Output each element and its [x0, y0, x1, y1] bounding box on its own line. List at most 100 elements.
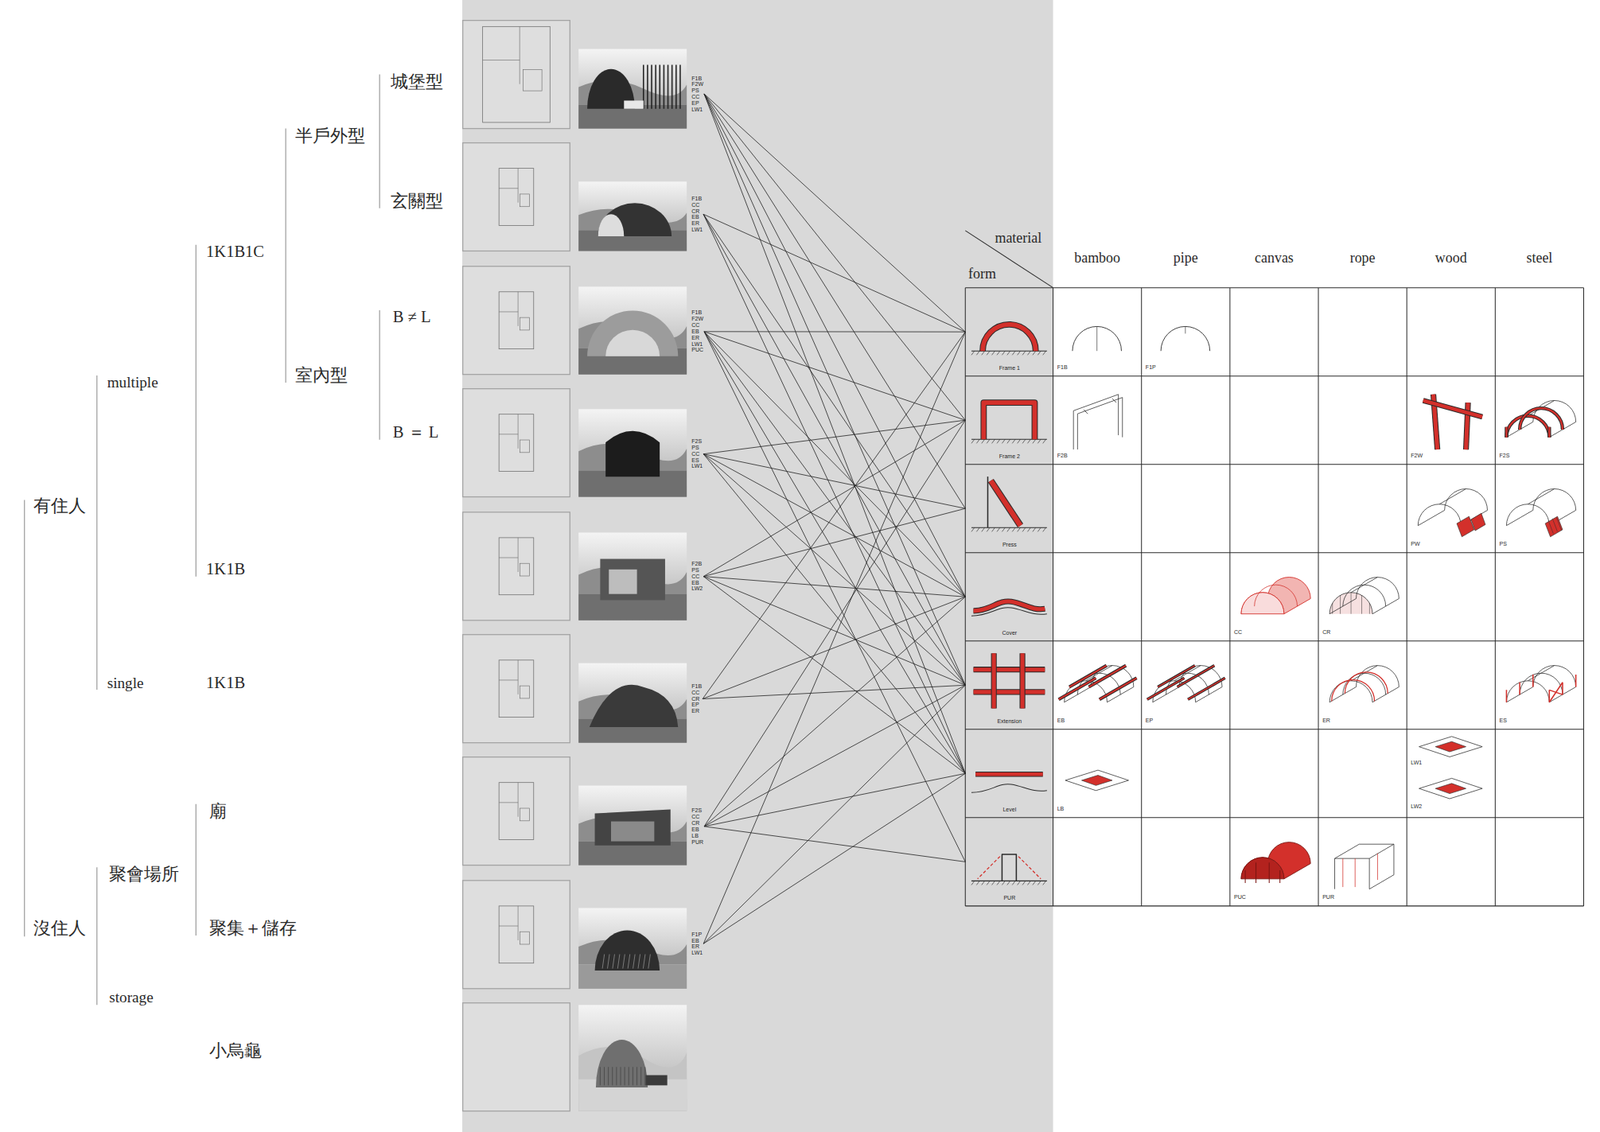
form-cell: Frame 1	[965, 288, 1054, 377]
photo-hut	[595, 1039, 648, 1088]
code-list: F1B CC CR EP ER	[690, 683, 703, 715]
tree-bracket	[285, 128, 287, 383]
code-label: F1B	[1057, 364, 1068, 370]
photo-hut	[605, 431, 660, 477]
plan-wall	[498, 537, 518, 573]
red-guide	[977, 856, 1042, 880]
member-outline	[1519, 408, 1563, 430]
tree-bracket	[195, 245, 197, 577]
ground-hatch	[971, 527, 1047, 532]
member-outline	[1506, 416, 1550, 438]
code-label: CC	[1234, 629, 1242, 635]
cover-front	[1241, 857, 1285, 880]
member-outline	[1177, 665, 1215, 688]
plan-furniture	[519, 563, 530, 577]
code-list: F1P EB ER LW1	[690, 931, 704, 957]
code-label: F2W	[1410, 452, 1423, 459]
illustration	[24, 0, 1585, 1132]
red-member	[1187, 677, 1226, 700]
connector	[704, 331, 966, 597]
connector	[704, 331, 966, 863]
tree-label: 1K1B	[206, 675, 246, 693]
material-header: steel	[1526, 250, 1553, 266]
code-label: LW1	[1410, 759, 1422, 766]
form-label: Press	[965, 541, 1054, 548]
connector	[703, 420, 966, 577]
plan-wall	[498, 660, 518, 695]
plan-frame	[463, 143, 571, 252]
form-label: Frame 2	[965, 453, 1054, 460]
tree-label: storage	[109, 989, 154, 1006]
code-label: F2B	[1057, 452, 1068, 459]
red-member	[1099, 677, 1137, 700]
plan-outline	[498, 537, 534, 596]
plan-outline	[482, 26, 551, 123]
material-header: rope	[1350, 250, 1376, 266]
connector	[703, 214, 966, 686]
connector	[703, 454, 966, 686]
member-outline	[973, 669, 1046, 693]
plan-wall	[498, 906, 518, 941]
red-member	[973, 669, 1046, 693]
tree-label: 沒住人	[33, 919, 86, 939]
photo	[578, 907, 687, 989]
tree-label: B ＝ L	[393, 424, 439, 442]
connector	[703, 773, 966, 944]
connector	[704, 685, 966, 827]
plan-frame	[463, 757, 571, 866]
code-label: ES	[1498, 717, 1507, 724]
header-diagonal	[965, 230, 1053, 289]
code-label: F1P	[1145, 364, 1157, 370]
tree-label: 1K1B1C	[206, 243, 265, 261]
connector	[703, 420, 966, 455]
photo-sky	[578, 907, 687, 989]
photo-thatch	[602, 954, 651, 970]
connector	[703, 576, 966, 686]
plan-furniture	[519, 931, 530, 945]
connector	[703, 214, 966, 774]
form-label: Level	[965, 806, 1054, 813]
photo-thatch	[599, 1066, 645, 1086]
red-member	[993, 653, 1023, 709]
red-member	[1177, 665, 1215, 688]
photo-object	[645, 1075, 667, 1087]
connector	[703, 508, 966, 577]
member-outline	[1088, 665, 1126, 688]
form-label: Frame 1	[965, 365, 1054, 371]
photo-hut	[599, 559, 666, 601]
connector	[704, 331, 966, 775]
photo-sky	[578, 786, 687, 866]
connector	[704, 93, 966, 509]
tree-bracket	[379, 74, 381, 209]
tree-label: 小烏龜	[209, 1042, 262, 1061]
tree-label: 玄關型	[390, 191, 444, 211]
tree-label: multiple	[107, 374, 159, 391]
code-label: EB	[1057, 717, 1065, 724]
photo-sky	[578, 663, 687, 744]
tree-label: B ≠ L	[393, 308, 432, 327]
code-text: F2S PS CC ES LW1	[691, 438, 703, 470]
plan-frame	[463, 1003, 571, 1112]
plan-furniture	[519, 685, 530, 699]
material-header: wood	[1435, 250, 1468, 266]
form-cell: Frame 2	[965, 376, 1054, 465]
member-outline	[975, 771, 1044, 778]
red-member	[990, 480, 1020, 526]
box-frame	[1335, 844, 1394, 889]
red-panel	[1545, 516, 1563, 538]
floor-plane	[1065, 770, 1129, 791]
red-member	[1157, 665, 1196, 688]
code-label: PW	[1410, 541, 1420, 547]
code-text: F1B F2W PS CC EP LW1	[691, 75, 704, 113]
photo-sky	[578, 49, 687, 129]
cover-front	[1241, 592, 1285, 615]
form-label: Extension	[965, 718, 1054, 725]
tree-bracket	[96, 375, 98, 690]
arch-wireframe	[1506, 489, 1576, 526]
photo-sky	[578, 408, 687, 497]
red-member	[1506, 416, 1550, 438]
plan-outline	[498, 906, 534, 964]
plan-wall	[498, 414, 518, 449]
tree-bracket	[195, 804, 197, 936]
ground-hatch	[971, 439, 1047, 444]
